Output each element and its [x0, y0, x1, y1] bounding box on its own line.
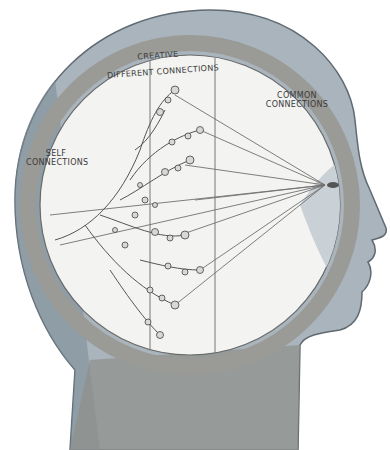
connection-rays	[50, 95, 325, 305]
window-content	[50, 55, 360, 355]
idea-tree	[55, 90, 200, 335]
brain-window	[40, 55, 340, 355]
connection-label: SELF CONNECTIONS	[26, 150, 86, 168]
divider-line	[150, 55, 151, 355]
divider-line	[215, 58, 216, 355]
connection-label: COMMON CONNECTIONS	[262, 92, 332, 110]
idea-nodes	[113, 86, 204, 339]
face-inner	[300, 160, 360, 300]
head-silhouette	[15, 10, 386, 450]
eye	[327, 182, 339, 188]
